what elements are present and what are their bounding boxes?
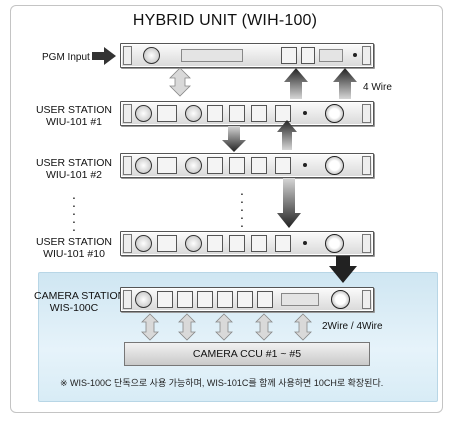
module-3 (197, 291, 213, 308)
module-6 (257, 291, 273, 308)
camera-ccu-bar: CAMERA CCU #1 ~ #5 (124, 342, 370, 366)
indicator-dot (303, 241, 307, 245)
knob (135, 105, 152, 122)
rack-ear-left (123, 156, 132, 175)
ccu-arrow-4 (255, 313, 273, 341)
indicator-dot (303, 163, 307, 167)
four-wire-label: 4 Wire (363, 82, 392, 93)
arrow-station1-station2 (222, 126, 246, 152)
rack-ear-left (123, 104, 132, 123)
two-four-wire-label: 2Wire / 4Wire (322, 321, 383, 332)
module-a (157, 235, 177, 252)
rack-ear-right (362, 234, 371, 253)
knob (135, 157, 152, 174)
knob (135, 291, 152, 308)
user-station-10-rack (120, 231, 374, 256)
user-station-2-model: WIU-101 #2 (45, 169, 103, 181)
rack-ear-right (362, 290, 371, 309)
knob (185, 157, 202, 174)
module-d (251, 157, 267, 174)
module-1 (157, 291, 173, 308)
user-station-10-label: USER STATION WIU-101 #10 (34, 236, 114, 260)
module-e (275, 235, 291, 252)
display-slot (181, 49, 243, 62)
user-station-1-label: USER STATION WIU-101 #1 (34, 104, 114, 128)
footnote: ※ WIS-100C 단독으로 사용 가능하며, WIS-101C를 함께 사용… (60, 378, 384, 388)
user-station-10-model: WIU-101 #10 (43, 248, 105, 260)
arrow-up-station2 (277, 120, 297, 150)
module-d (251, 235, 267, 252)
arrow-up-to-hybrid (284, 68, 308, 99)
module-d (251, 105, 267, 122)
module-b (207, 105, 223, 122)
ccu-arrow-5 (294, 313, 312, 341)
diagram-title: HYBRID UNIT (WIH-100) (132, 12, 318, 29)
dial (325, 234, 344, 253)
logo-badge (143, 47, 160, 64)
indicator-dot (303, 111, 307, 115)
camera-station-model: WIS-100C (49, 302, 99, 314)
user-station-1-rack (120, 101, 374, 126)
arrow-station2-station10 (277, 178, 301, 228)
module-b (207, 235, 223, 252)
module-c (229, 157, 245, 174)
rack-ear-right (362, 104, 371, 123)
user-station-1-model: WIU-101 #1 (45, 116, 103, 128)
pgm-input-label: PGM Input (42, 52, 90, 63)
rack-ear-left (123, 46, 132, 65)
module-c (229, 105, 245, 122)
module-e (275, 105, 291, 122)
camera-station-name: CAMERA STATION (34, 290, 126, 302)
hybrid-unit-rack (120, 43, 374, 68)
user-station-2-label: USER STATION WIU-101 #2 (34, 157, 114, 181)
cross-panel (319, 49, 343, 62)
dial (325, 104, 344, 123)
ellipsis-center: ····· (239, 185, 245, 233)
dial (331, 290, 350, 309)
indicator-dot (353, 53, 357, 57)
pgm-input-arrow (92, 47, 116, 65)
ccu-arrow-1 (141, 313, 159, 341)
rack-ear-left (123, 290, 132, 309)
ellipsis-left: ····· (71, 189, 77, 237)
user-station-2-name: USER STATION (35, 157, 113, 169)
knob (185, 105, 202, 122)
module-2 (177, 291, 193, 308)
arrows-to-ccu (141, 313, 312, 341)
rack-ear-right (362, 156, 371, 175)
knob (135, 235, 152, 252)
module-1 (281, 47, 297, 64)
module-e (275, 157, 291, 174)
user-station-1-name: USER STATION (35, 104, 113, 116)
knob (185, 235, 202, 252)
user-station-2-rack (120, 153, 374, 178)
module-4 (217, 291, 233, 308)
module-2 (301, 47, 315, 64)
module-a (157, 157, 177, 174)
module-b (207, 157, 223, 174)
four-wire-arrow-down (329, 256, 357, 283)
ccu-arrow-3 (215, 313, 233, 341)
module-c (229, 235, 245, 252)
rack-ear-left (123, 234, 132, 253)
camera-station-rack (120, 287, 374, 312)
display-slot (281, 293, 319, 306)
user-station-10-name: USER STATION (35, 236, 113, 248)
dial (325, 156, 344, 175)
module-5 (237, 291, 253, 308)
module-a (157, 105, 177, 122)
arrow-hybrid-station1 (169, 67, 191, 97)
four-wire-arrow-up (333, 68, 357, 99)
ccu-arrow-2 (178, 313, 196, 341)
camera-station-label: CAMERA STATION WIS-100C (34, 290, 126, 314)
rack-ear-right (362, 46, 371, 65)
